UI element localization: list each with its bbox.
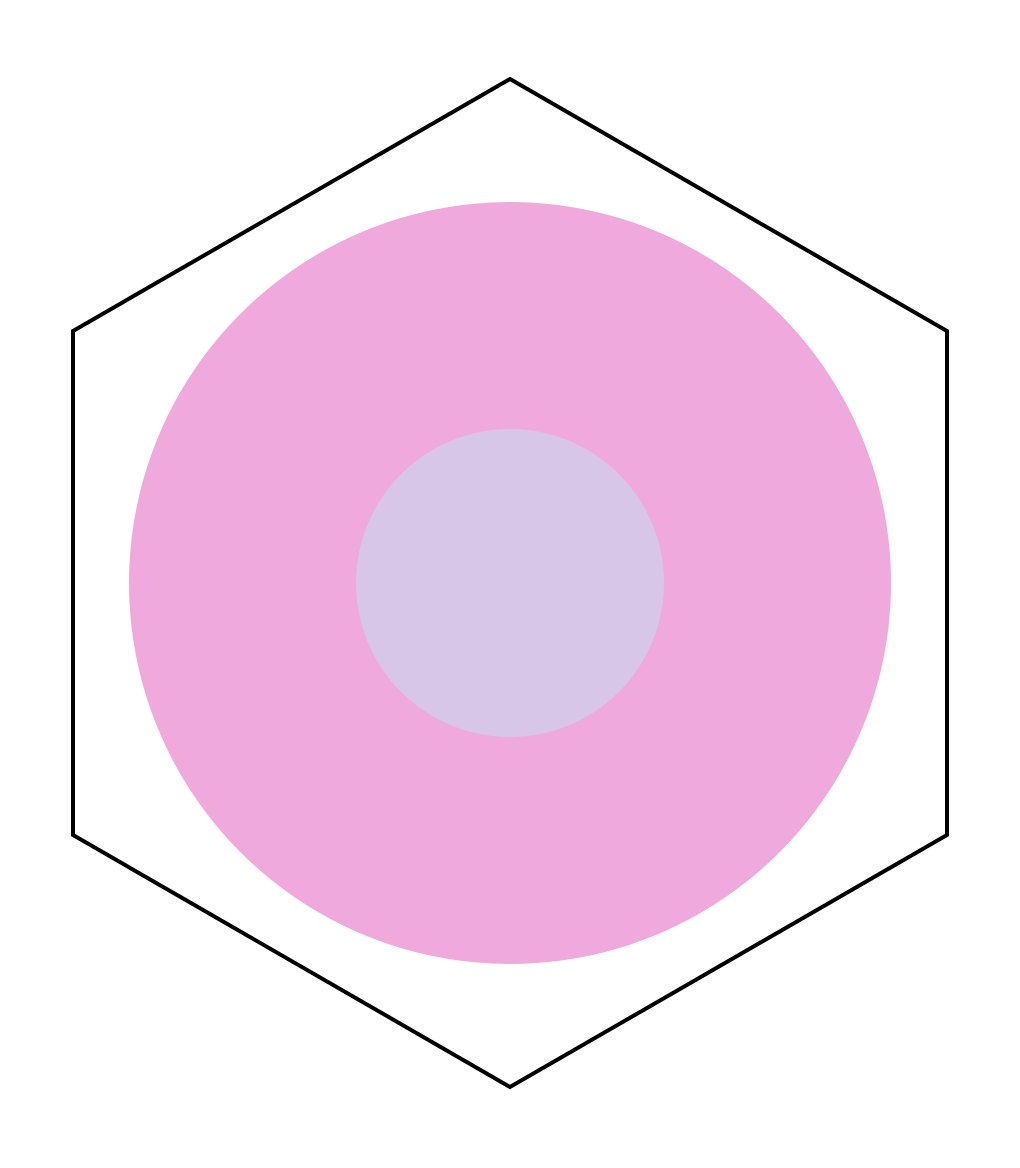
hexagon-outline — [71, 76, 949, 1090]
inner-circle — [356, 429, 664, 737]
